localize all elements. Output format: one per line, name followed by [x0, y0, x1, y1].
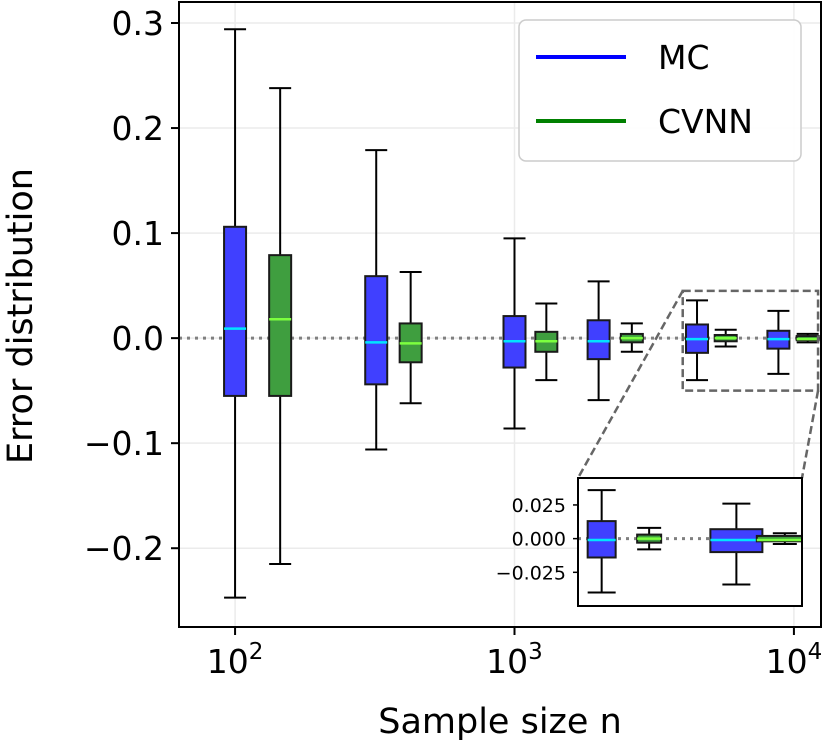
- inset-y-tick-label: 0.025: [512, 495, 566, 517]
- inset-cvnn-box: [755, 532, 802, 546]
- inset-panel: 0.025 0.000 −0.025: [496, 477, 803, 607]
- inset-y-tick-label: 0.000: [512, 529, 566, 551]
- inset-cvnn-box: [636, 526, 663, 551]
- inset-cvnn-body: [755, 534, 802, 543]
- x-tick-label: 104: [766, 639, 823, 681]
- box-plots: [223, 28, 820, 599]
- cvnn-box: [619, 322, 644, 353]
- cvnn-body: [268, 254, 293, 397]
- mc-box: [364, 149, 389, 451]
- y-tick-label: −0.1: [84, 424, 164, 463]
- inset-box-plots: [586, 489, 802, 594]
- mc-body: [364, 275, 389, 386]
- inset-mc-box: [709, 502, 764, 586]
- x-axis-label: Sample size n: [378, 702, 622, 742]
- legend-label-mc: MC: [658, 38, 710, 77]
- legend-label-cvnn: CVNN: [658, 102, 753, 141]
- zoom-region-box: [681, 289, 820, 392]
- mc-body: [586, 319, 611, 361]
- cvnn-box: [713, 328, 738, 348]
- mc-box: [223, 28, 248, 599]
- plot-frame: [178, 1, 822, 628]
- mc-box: [502, 237, 527, 430]
- y-tick-label: −0.2: [84, 529, 164, 568]
- mc-box: [586, 280, 611, 402]
- zoom-indicator: [576, 289, 820, 479]
- mc-box: [685, 299, 710, 382]
- y-axis-label: Error distribution: [1, 168, 41, 464]
- zoom-connector-right: [800, 390, 820, 479]
- inset-y-ticks: 0.025 0.000 −0.025: [496, 495, 578, 584]
- x-tick-label: 103: [486, 639, 543, 681]
- cvnn-box: [534, 302, 559, 382]
- y-tick-label: 0.3: [112, 4, 164, 43]
- mc-box: [766, 309, 791, 375]
- x-axis-ticks: 102 103 104: [207, 627, 822, 681]
- y-tick-label: 0.2: [112, 109, 164, 148]
- inset-y-tick-label: −0.025: [496, 562, 566, 584]
- mc-body: [223, 225, 248, 397]
- x-tick-label: 102: [207, 639, 264, 681]
- y-axis-ticks: 0.3 0.2 0.1 0.0 −0.1 −0.2: [84, 4, 179, 568]
- inset-mc-box: [586, 489, 617, 594]
- cvnn-box: [268, 87, 293, 565]
- cvnn-box: [398, 270, 423, 405]
- inset-frame: [577, 477, 803, 607]
- legend: MC CVNN: [518, 19, 802, 162]
- cvnn-box: [795, 332, 820, 344]
- y-tick-label: 0.0: [112, 319, 164, 358]
- y-tick-label: 0.1: [112, 214, 164, 253]
